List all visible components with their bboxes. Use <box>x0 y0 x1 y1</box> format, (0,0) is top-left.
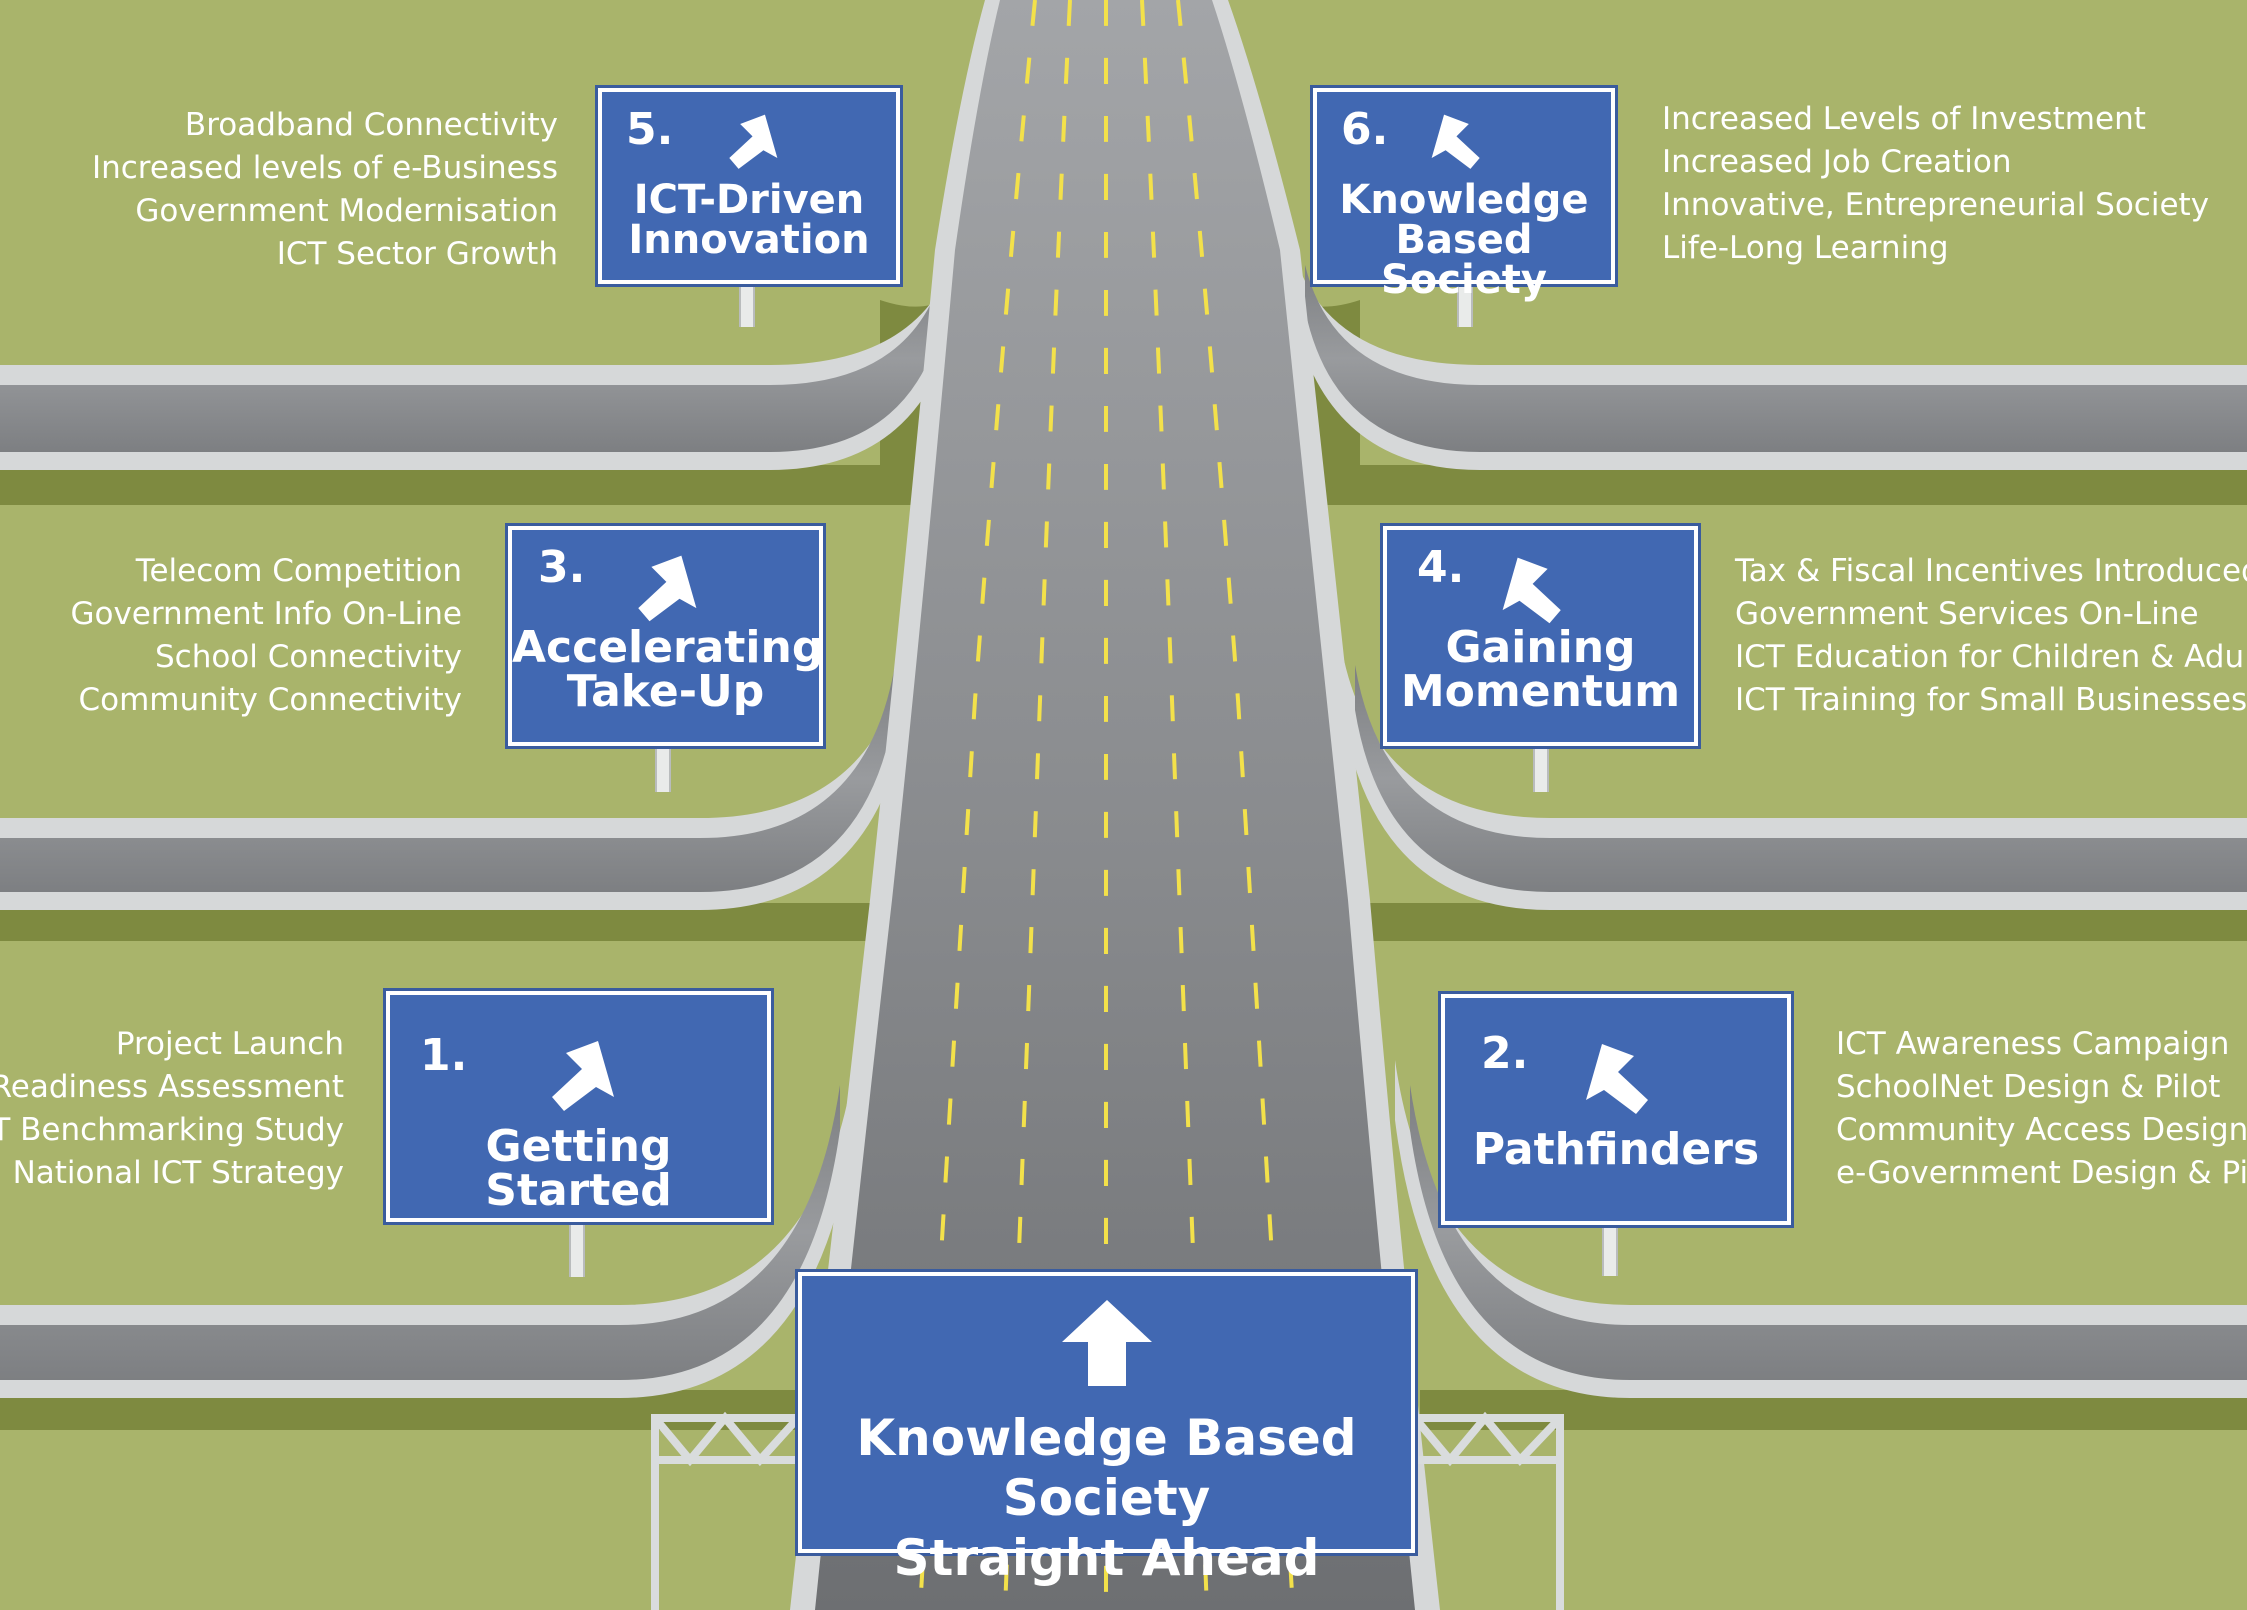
milestone-item: National ICT Strategy <box>12 1155 344 1191</box>
stage-title: Knowledge Based Society <box>1339 177 1589 303</box>
milestone-item: Tax & Fiscal Incentives Introduced <box>1735 553 2247 589</box>
milestone-item: ICT Training for Small Businesses <box>1735 682 2247 718</box>
stage-number: 3. <box>538 542 586 593</box>
stage-3-milestones: Telecom Competition Government Info On-L… <box>70 550 462 722</box>
milestone-item: Project Launch <box>115 1026 344 1062</box>
milestone-item: ICT Sector Growth <box>276 236 558 272</box>
milestone-item: Increased Job Creation <box>1662 144 2012 180</box>
milestone-item: Government Info On-Line <box>70 596 462 632</box>
milestone-item: ICT Awareness Campaign <box>1836 1026 2230 1062</box>
main-overhead-sign: Knowledge Based Society Straight Ahead <box>798 1272 1415 1587</box>
milestone-item: Broadband Connectivity <box>184 107 558 143</box>
up-right-arrow-icon <box>540 1035 620 1115</box>
stage-number: 5. <box>626 104 674 155</box>
main-sign-title: Knowledge Based Society Straight Ahead <box>856 1409 1357 1587</box>
stage-sign-1: 1. Getting Started <box>386 991 771 1222</box>
stage-4-milestones: Tax & Fiscal Incentives Introduced Gover… <box>1735 550 2247 722</box>
stage-sign-4: 4. Gaining Momentum <box>1383 526 1698 746</box>
sign-post <box>1602 1226 1618 1276</box>
milestone-item: ICT Benchmarking Study <box>0 1112 344 1148</box>
stage-number: 1. <box>420 1030 468 1081</box>
stage-1-milestones: Project Launch e-Readiness Assessment IC… <box>0 1023 344 1195</box>
sign-post <box>655 746 671 792</box>
stage-number: 2. <box>1481 1028 1529 1079</box>
stage-2-milestones: ICT Awareness Campaign SchoolNet Design … <box>1836 1023 2247 1195</box>
milestone-item: Increased levels of e-Business <box>91 150 558 186</box>
stage-sign-5: 5. ICT-Driven Innovation <box>598 88 900 284</box>
stage-sign-2: 2. Pathfinders <box>1441 994 1791 1225</box>
stage-title: Getting Started <box>485 1121 672 1216</box>
milestone-item: e-Government Design & Pilot <box>1836 1155 2247 1191</box>
sign-post <box>1457 285 1473 327</box>
stage-title: Pathfinders <box>1472 1124 1760 1175</box>
sign-post <box>739 285 755 327</box>
stage-sign-3: 3. Accelerating Take-Up <box>508 526 823 746</box>
stage-title: Accelerating Take-Up <box>512 622 824 717</box>
sign-post <box>1533 746 1549 792</box>
stage-6-milestones: Increased Levels of Investment Increased… <box>1662 98 2209 270</box>
left-exit-ramps <box>0 240 960 1398</box>
milestone-item: School Connectivity <box>154 639 462 675</box>
milestone-item: e-Readiness Assessment <box>0 1069 344 1105</box>
up-arrow-icon <box>1060 1298 1154 1388</box>
up-left-arrow-icon <box>1580 1038 1660 1118</box>
milestone-item: Community Access Design <box>1836 1112 2247 1148</box>
up-left-arrow-icon <box>1497 552 1572 627</box>
milestone-item: SchoolNet Design & Pilot <box>1836 1069 2221 1105</box>
milestone-item: Community Connectivity <box>78 682 462 718</box>
right-exit-ramps <box>1290 240 2247 1398</box>
stage-number: 4. <box>1417 542 1465 593</box>
milestone-item: Government Services On-Line <box>1735 596 2199 632</box>
up-right-arrow-icon <box>627 550 702 625</box>
milestone-item: Innovative, Entrepreneurial Society <box>1662 187 2210 223</box>
milestone-item: Telecom Competition <box>135 553 462 589</box>
stage-title: Gaining Momentum <box>1400 622 1681 717</box>
stage-5-milestones: Broadband Connectivity Increased levels … <box>92 104 558 276</box>
stage-number: 6. <box>1341 104 1389 155</box>
sign-gantry <box>651 1411 1564 1610</box>
up-right-arrow-icon <box>720 110 782 172</box>
main-highway <box>790 0 1440 1610</box>
milestone-item: Government Modernisation <box>135 193 558 229</box>
milestone-item: Increased Levels of Investment <box>1662 101 2146 137</box>
milestone-item: ICT Education for Children & Adults <box>1735 639 2247 675</box>
stage-title: ICT-Driven Innovation <box>628 177 870 263</box>
stage-sign-6: 6. Knowledge Based Society <box>1313 88 1615 300</box>
milestone-item: Life-Long Learning <box>1662 230 1949 266</box>
sign-post <box>569 1222 585 1277</box>
up-left-arrow-icon <box>1427 110 1489 172</box>
